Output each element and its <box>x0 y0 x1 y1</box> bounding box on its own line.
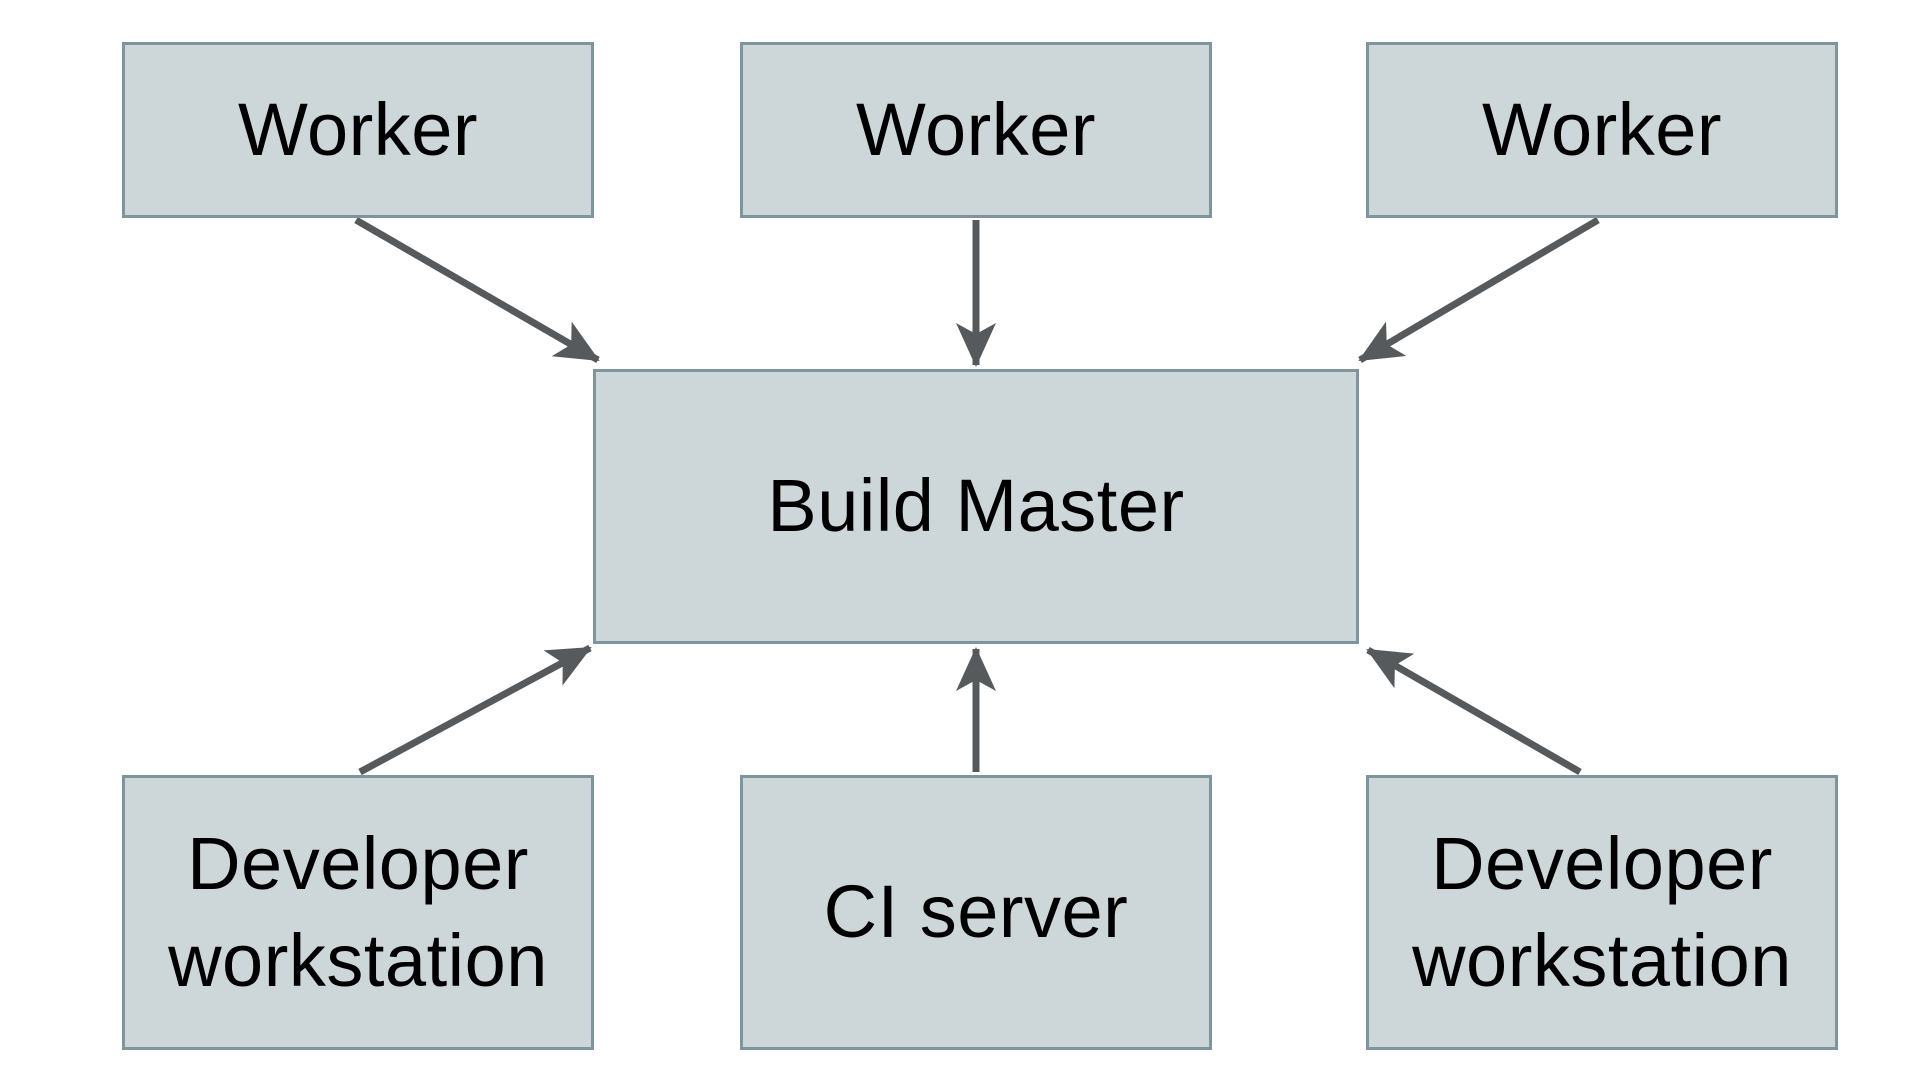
node-label-ci-server: CI server <box>823 870 1129 954</box>
node-label-build-master: Build Master <box>767 464 1185 548</box>
node-label-worker-2: Worker <box>855 87 1097 171</box>
node-developer-workstation-left: Developer workstation <box>122 775 594 1050</box>
node-label-developer-workstation-left: Developer workstation <box>168 822 548 1002</box>
arrow-worker-1-to-build-master <box>354 216 600 364</box>
node-ci-server: CI server <box>740 775 1212 1050</box>
node-label-developer-workstation-right: Developer workstation <box>1412 822 1792 1002</box>
node-build-master: Build Master <box>593 369 1359 644</box>
arrow-developer-workstation-left-to-build-master <box>358 644 592 776</box>
node-worker-2: Worker <box>740 42 1212 218</box>
node-developer-workstation-right: Developer workstation <box>1366 775 1838 1050</box>
arrow-worker-3-to-build-master <box>1358 216 1600 364</box>
node-label-worker-1: Worker <box>237 87 479 171</box>
node-label-worker-3: Worker <box>1481 87 1723 171</box>
arrow-developer-workstation-right-to-build-master <box>1366 646 1582 776</box>
node-worker-1: Worker <box>122 42 594 218</box>
node-worker-3: Worker <box>1366 42 1838 218</box>
